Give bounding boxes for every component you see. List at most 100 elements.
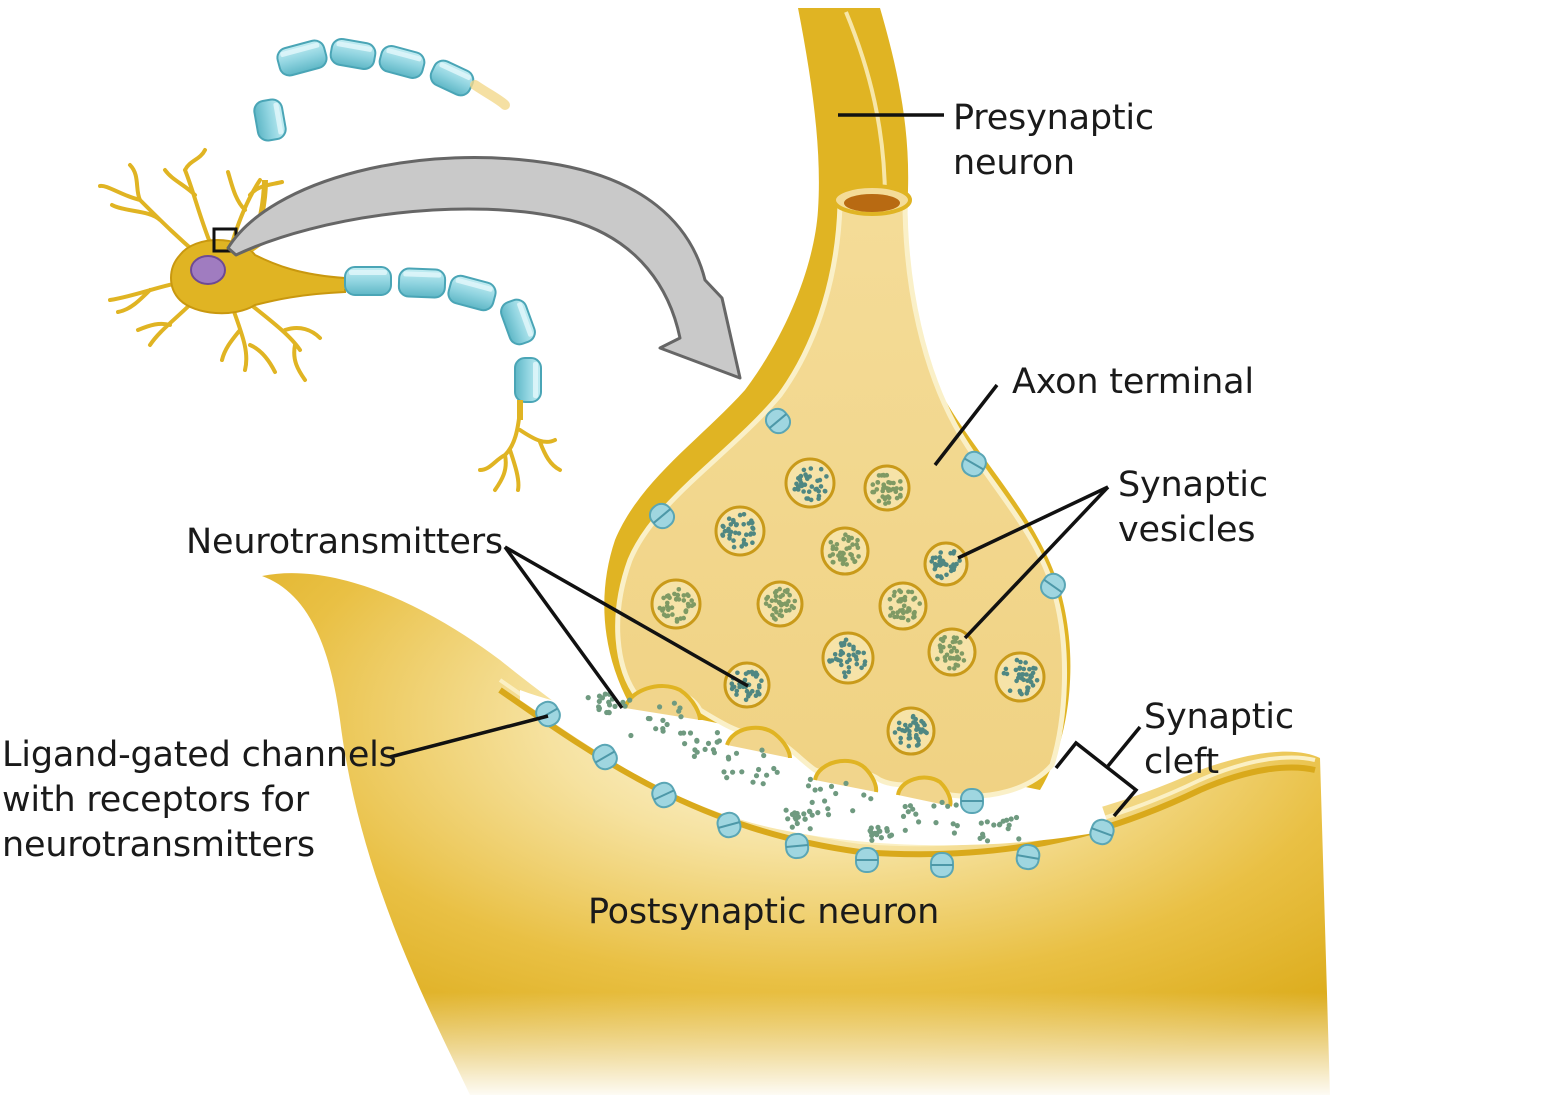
neurotransmitter	[1008, 816, 1014, 822]
neurotransmitter	[868, 825, 874, 831]
channel	[648, 502, 676, 530]
neurotransmitter	[913, 811, 919, 817]
neurotransmitter	[984, 819, 990, 825]
leader-vesicles-a	[957, 485, 1109, 560]
neurotransmitter	[888, 832, 895, 838]
neurotransmitter	[620, 699, 626, 706]
label-cleft-line2: cleft	[1144, 742, 1219, 782]
neurotransmitter	[1000, 818, 1006, 824]
channel	[930, 852, 954, 878]
label-presynaptic-neuron: Presynaptic neuron	[953, 96, 1154, 186]
label-synaptic-vesicles: Synaptic vesicles	[1118, 463, 1268, 553]
neurotransmitter	[622, 703, 628, 709]
neurotransmitter	[596, 698, 602, 705]
neurotransmitter	[671, 700, 678, 706]
neurotransmitter	[954, 823, 960, 829]
leader-vesicles-b	[963, 485, 1110, 640]
leader-ligand	[389, 714, 549, 759]
vesicle	[994, 651, 1046, 703]
myelin-segment	[447, 274, 497, 312]
channel	[651, 781, 677, 809]
neurotransmitter	[916, 819, 922, 825]
neurotransmitter	[730, 769, 736, 775]
leader-lines	[389, 113, 1142, 818]
neurotransmitter	[833, 790, 839, 797]
neurotransmitter	[1006, 822, 1012, 828]
vesicle	[878, 581, 928, 631]
myelin-segment	[500, 298, 536, 346]
neurotransmitter	[682, 741, 688, 747]
channel	[1040, 572, 1066, 600]
neurotransmitter	[951, 830, 958, 836]
neurotransmitter	[843, 780, 849, 787]
vesicle	[923, 541, 969, 587]
neurotransmitter	[761, 752, 767, 759]
label-vesicles-line1: Synaptic	[1118, 465, 1268, 505]
neurotransmitter	[980, 831, 986, 837]
neurotransmitter	[783, 807, 789, 813]
neurotransmitter	[676, 708, 682, 714]
vesicle	[784, 457, 836, 509]
label-postsynaptic-neuron: Postsynaptic neuron	[588, 892, 940, 932]
neurotransmitter	[950, 821, 956, 827]
neurotransmitter	[687, 730, 694, 736]
neurotransmitter	[996, 822, 1003, 828]
neurotransmitter	[724, 775, 730, 781]
vesicle	[863, 464, 911, 512]
dendrites	[98, 148, 562, 492]
neurotransmitter	[869, 837, 875, 843]
neurotransmitter	[760, 781, 766, 787]
neurotransmitter	[825, 806, 831, 812]
channel	[592, 743, 618, 771]
neurotransmitter	[900, 813, 907, 820]
neurotransmitter	[828, 783, 835, 790]
myelin-sheaths	[253, 37, 542, 403]
neurotransmitter	[694, 749, 700, 755]
neurotransmitter	[878, 835, 885, 841]
neurotransmitter	[721, 769, 727, 775]
myelin-segment	[378, 44, 426, 80]
neurotransmitter	[607, 702, 613, 708]
nucleus	[190, 255, 226, 285]
myelin-segment	[276, 39, 328, 77]
neurotransmitter	[691, 753, 698, 760]
synaptic-cleft-space	[520, 690, 1110, 846]
neurotransmitter	[678, 714, 684, 720]
neurotransmitter	[1016, 836, 1022, 842]
neurotransmitter	[805, 783, 812, 789]
neurotransmitter	[978, 820, 984, 826]
neuron-overview	[98, 37, 562, 492]
neurotransmitter	[984, 838, 991, 844]
label-neurotransmitters: Neurotransmitters	[186, 522, 503, 562]
leader-nt-a	[503, 545, 624, 710]
neurotransmitter	[872, 830, 878, 836]
neurotransmitter	[910, 806, 916, 812]
neurotransmitter	[902, 827, 908, 833]
channel	[855, 847, 879, 873]
neurotransmitter	[807, 776, 814, 783]
neurotransmitter	[902, 803, 908, 810]
postsynaptic-membrane	[498, 687, 1316, 858]
neurotransmitter	[868, 796, 874, 802]
neurotransmitter	[664, 721, 670, 728]
channel	[1089, 818, 1115, 846]
vesicle	[756, 580, 804, 628]
synaptic-vesicles	[650, 457, 1046, 756]
vesicle	[886, 706, 936, 756]
neurotransmitter	[647, 716, 653, 722]
myelin-segment	[253, 98, 287, 142]
neurotransmitter	[771, 765, 777, 772]
neurotransmitter	[801, 811, 807, 817]
neurotransmitter	[868, 829, 874, 835]
vesicle	[714, 505, 766, 557]
neurotransmitter	[977, 835, 983, 842]
neurotransmitter	[628, 732, 634, 739]
neurotransmitter	[596, 704, 602, 710]
neurotransmitter	[802, 816, 808, 822]
label-presynaptic-line2: neuron	[953, 143, 1075, 183]
neurotransmitter	[657, 704, 663, 710]
vesicle	[927, 627, 977, 677]
vesicle	[821, 631, 875, 685]
neurotransmitter	[939, 799, 945, 806]
